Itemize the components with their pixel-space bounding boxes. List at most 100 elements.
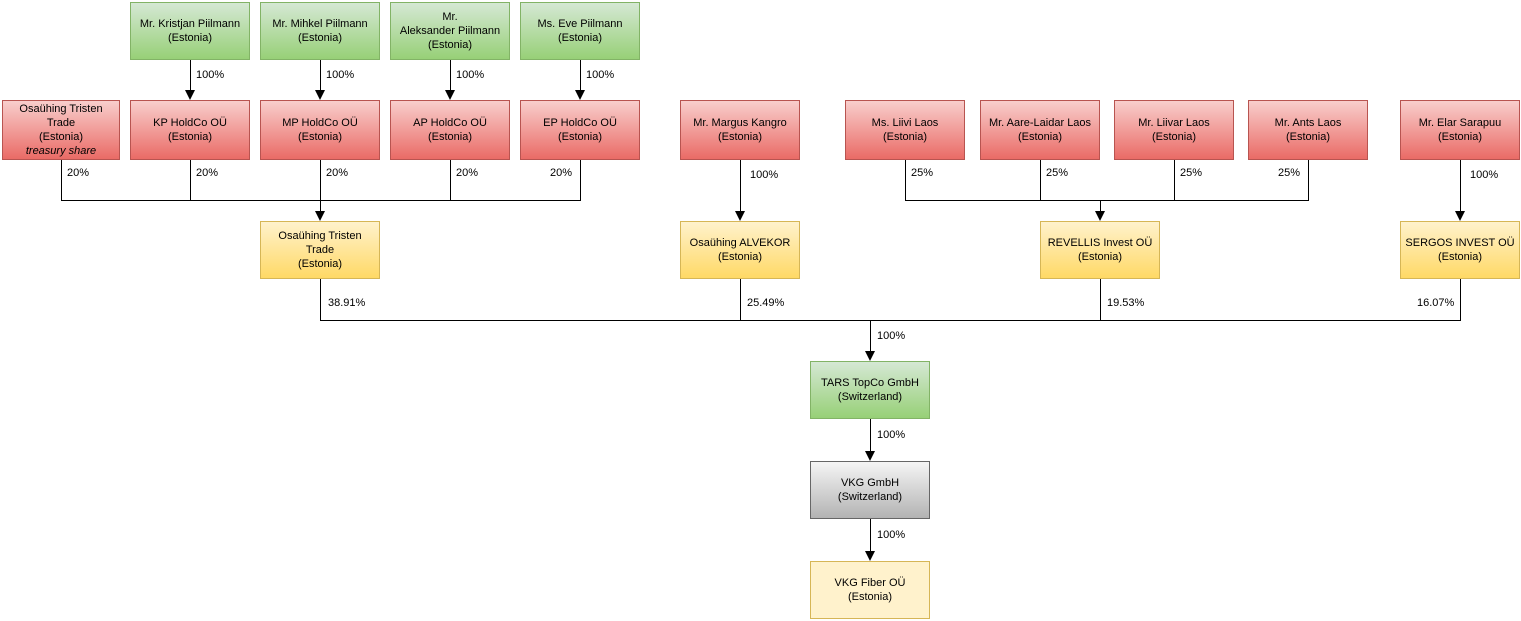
node-eve-piilmann[interactable]: Ms. Eve Piilmann (Estonia)	[520, 2, 640, 60]
node-kristjan-piilmann[interactable]: Mr. Kristjan Piilmann (Estonia)	[130, 2, 250, 60]
edge-tristen-arrowhead	[315, 211, 325, 221]
edge-label-kristjan-kp: 100%	[196, 69, 225, 81]
edge-liivi-revellis-line	[905, 160, 906, 200]
node-vkg-fiber[interactable]: VKG Fiber OÜ (Estonia)	[810, 561, 930, 619]
node-vkg-gmbh-name: VKG GmbH	[840, 477, 900, 489]
edge-revellis-arrowhead	[1095, 211, 1105, 221]
node-mp-holdco[interactable]: MP HoldCo OÜ (Estonia)	[260, 100, 380, 160]
node-aare-laidar-laos-country: (Estonia)	[1017, 131, 1063, 143]
edge-tristen-bus-line	[61, 200, 581, 201]
edge-label-ep-tristen: 20%	[550, 167, 573, 179]
node-tristen-trade-treasury[interactable]: Osaühing Tristen Trade (Estonia) treasur…	[2, 100, 120, 160]
node-mihkel-piilmann[interactable]: Mr. Mihkel Piilmann (Estonia)	[260, 2, 380, 60]
edge-label-mp-tristen: 20%	[326, 167, 349, 179]
node-alvekor-country: (Estonia)	[717, 251, 763, 263]
node-margus-kangro-country: (Estonia)	[717, 131, 763, 143]
node-mp-holdco-country: (Estonia)	[297, 131, 343, 143]
node-revellis-invest[interactable]: REVELLIS Invest OÜ (Estonia)	[1040, 221, 1160, 279]
edge-label-ap-tristen: 20%	[456, 167, 479, 179]
edge-label-vkg-fiber: 100%	[877, 529, 906, 541]
edge-label-liivar-revellis: 25%	[1180, 167, 1203, 179]
edge-elar-sergos-arrowhead	[1455, 211, 1465, 221]
node-liivar-laos[interactable]: Mr. Liivar Laos (Estonia)	[1114, 100, 1234, 160]
edge-treasury-tristen-line	[61, 160, 62, 200]
node-ants-laos[interactable]: Mr. Ants Laos (Estonia)	[1248, 100, 1368, 160]
node-aleksander-piilmann[interactable]: Mr. Aleksander Piilmann (Estonia)	[390, 2, 510, 60]
edge-kp-tristen-line	[190, 160, 191, 200]
edge-label-kangro-alvekor: 100%	[750, 169, 779, 181]
edge-elar-sergos-line	[1460, 160, 1461, 212]
edge-kristjan-kp-line	[190, 60, 191, 91]
node-sergos-invest-country: (Estonia)	[1437, 251, 1483, 263]
edge-tars-bus-line	[320, 320, 1461, 321]
edge-label-alvekor-tars: 25.49%	[747, 297, 785, 309]
edge-ap-tristen-line	[450, 160, 451, 200]
node-ep-holdco-name: EP HoldCo OÜ	[543, 117, 617, 129]
node-tristen-trade-treasury-name: Osaühing Tristen Trade	[19, 103, 103, 129]
edge-tars-stem-line	[870, 320, 871, 352]
edge-label-liivi-revellis: 25%	[911, 167, 934, 179]
edge-kangro-alvekor-arrowhead	[735, 211, 745, 221]
node-ants-laos-name: Mr. Ants Laos	[1274, 117, 1342, 129]
edge-liivar-revellis-line	[1174, 160, 1175, 200]
node-revellis-invest-country: (Estonia)	[1077, 251, 1123, 263]
node-sergos-invest-name: SERGOS INVEST OÜ	[1405, 237, 1515, 249]
node-vkg-fiber-country: (Estonia)	[847, 591, 893, 603]
node-mihkel-piilmann-name: Mr. Mihkel Piilmann	[272, 18, 368, 30]
edge-eve-ep-line	[580, 60, 581, 91]
node-liivi-laos[interactable]: Ms. Liivi Laos (Estonia)	[845, 100, 965, 160]
edge-aleksander-ap-arrowhead	[445, 90, 455, 100]
node-aare-laidar-laos[interactable]: Mr. Aare-Laidar Laos (Estonia)	[980, 100, 1100, 160]
node-kristjan-piilmann-country: (Estonia)	[167, 32, 213, 44]
edge-label-aare-revellis: 25%	[1046, 167, 1069, 179]
node-eve-piilmann-name: Ms. Eve Piilmann	[537, 18, 623, 30]
node-sergos-invest[interactable]: SERGOS INVEST OÜ (Estonia)	[1400, 221, 1520, 279]
edge-revellis-bus-line	[905, 200, 1309, 201]
node-liivi-laos-country: (Estonia)	[882, 131, 928, 143]
node-aleksander-piilmann-country: (Estonia)	[427, 39, 473, 51]
node-elar-sarapuu-country: (Estonia)	[1437, 131, 1483, 143]
edge-tars-vkg-line	[870, 419, 871, 452]
edge-aare-revellis-line	[1040, 160, 1041, 200]
node-vkg-fiber-name: VKG Fiber OÜ	[834, 577, 906, 589]
node-kp-holdco-name: KP HoldCo OÜ	[153, 117, 227, 129]
node-kp-holdco[interactable]: KP HoldCo OÜ (Estonia)	[130, 100, 250, 160]
node-vkg-gmbh[interactable]: VKG GmbH (Switzerland)	[810, 461, 930, 519]
node-margus-kangro-name: Mr. Margus Kangro	[693, 117, 787, 129]
node-alvekor-name: Osaühing ALVEKOR	[689, 237, 791, 249]
edge-label-eve-ep: 100%	[586, 69, 615, 81]
edge-revellis-stem-line	[1100, 200, 1101, 212]
edge-label-combined-tars: 100%	[877, 330, 906, 342]
node-elar-sarapuu[interactable]: Mr. Elar Sarapuu (Estonia)	[1400, 100, 1520, 160]
node-aleksander-piilmann-name: Mr. Aleksander Piilmann	[399, 11, 501, 37]
node-ep-holdco[interactable]: EP HoldCo OÜ (Estonia)	[520, 100, 640, 160]
node-liivar-laos-country: (Estonia)	[1151, 131, 1197, 143]
edge-alvekor-tars-line	[740, 279, 741, 320]
node-ap-holdco[interactable]: AP HoldCo OÜ (Estonia)	[390, 100, 510, 160]
node-liivi-laos-name: Ms. Liivi Laos	[871, 117, 939, 129]
edge-revellis-tars-line	[1100, 279, 1101, 320]
node-ep-holdco-country: (Estonia)	[557, 131, 603, 143]
edge-sergos-tars-line	[1460, 279, 1461, 320]
node-tristen-trade[interactable]: Osaühing Tristen Trade (Estonia)	[260, 221, 380, 279]
node-tristen-trade-country: (Estonia)	[297, 258, 343, 270]
node-liivar-laos-name: Mr. Liivar Laos	[1138, 117, 1210, 129]
edge-vkg-fiber-line	[870, 519, 871, 552]
node-tristen-trade-treasury-note: treasury share	[25, 145, 97, 157]
node-tars-topco-name: TARS TopCo GmbH	[820, 377, 919, 389]
edge-label-kp-tristen: 20%	[196, 167, 219, 179]
edge-tristen-tars-line	[320, 279, 321, 320]
node-tars-topco[interactable]: TARS TopCo GmbH (Switzerland)	[810, 361, 930, 419]
edge-kristjan-kp-arrowhead	[185, 90, 195, 100]
node-alvekor[interactable]: Osaühing ALVEKOR (Estonia)	[680, 221, 800, 279]
node-mp-holdco-name: MP HoldCo OÜ	[282, 117, 358, 129]
node-ap-holdco-country: (Estonia)	[427, 131, 473, 143]
node-tars-topco-country: (Switzerland)	[837, 391, 903, 403]
node-ants-laos-country: (Estonia)	[1285, 131, 1331, 143]
node-kristjan-piilmann-name: Mr. Kristjan Piilmann	[139, 18, 241, 30]
edge-tars-vkg-arrowhead	[865, 451, 875, 461]
edge-label-tars-vkg: 100%	[877, 429, 906, 441]
edge-eve-ep-arrowhead	[575, 90, 585, 100]
node-margus-kangro[interactable]: Mr. Margus Kangro (Estonia)	[680, 100, 800, 160]
